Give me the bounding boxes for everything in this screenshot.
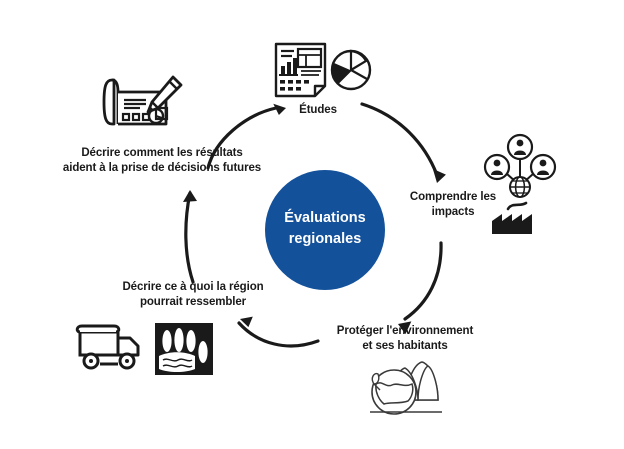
node-label-etudes: Études (248, 103, 388, 118)
nature-landscape-icon (350, 356, 450, 418)
forest-lake-icon (155, 323, 213, 375)
node-label-decrire-resultats: Décrire comment les résultats aident à l… (42, 146, 282, 176)
etudes-line1: Études (299, 104, 337, 116)
node-label-decrire-region: Décrire ce à quoi la région pourrait res… (108, 280, 278, 310)
center-title-line1: Évaluations (284, 210, 366, 226)
blueprint-pencil-icon (100, 72, 186, 138)
people-globe-factory-icon (482, 130, 558, 238)
proteger-line1: Protéger l'environnement (336, 325, 474, 337)
proteger-line2: et ses habitants (362, 340, 448, 353)
arrow-to-etudes (206, 103, 286, 170)
node-label-comprendre-les-impacts: Comprendre les impacts (388, 190, 518, 220)
arrow-to-region (237, 316, 320, 348)
region-line1: Décrire ce à quoi la région (122, 281, 264, 293)
resultats-line1: Décrire comment les résultats (81, 147, 243, 159)
arrow-to-impacts (360, 102, 446, 183)
region-line2: pourrait ressembler (139, 296, 247, 309)
report-pie-chart-icon (268, 38, 372, 100)
node-label-proteger-environnement: Protéger l'environnement et ses habitant… (310, 324, 500, 354)
center-title-line2: regionales (288, 231, 362, 248)
impacts-line2: impacts (431, 206, 475, 219)
arrow-to-resultats (183, 190, 197, 284)
arrow-to-proteger (398, 241, 443, 335)
center-title: Évaluations regionales (245, 208, 405, 250)
impacts-line1: Comprendre les (409, 191, 497, 203)
dump-truck-icon (74, 322, 146, 374)
resultats-line2: aident à la prise de décisions futures (62, 162, 262, 175)
center-circle (265, 170, 385, 290)
